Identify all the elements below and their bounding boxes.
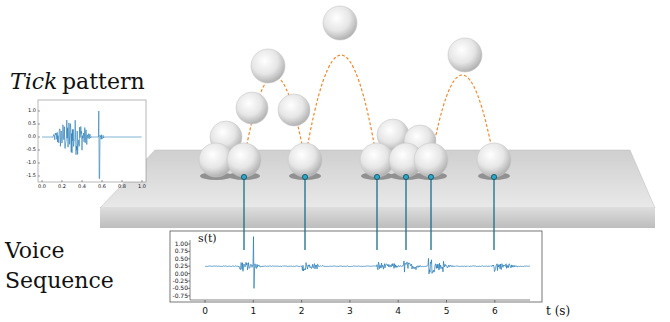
axis-tick-label: 0.0 xyxy=(28,134,36,140)
heading-word: Tick xyxy=(10,70,57,94)
axis-tick-label: 4 xyxy=(395,307,401,317)
axis-tick-label: -1.5 xyxy=(26,173,36,179)
axis-tick-label: 1.00 xyxy=(175,241,188,248)
axis-label: t (s) xyxy=(546,305,570,318)
axis-tick-label: 0.6 xyxy=(98,184,106,190)
tick-plot-ticks xyxy=(38,111,142,182)
axis-tick-label: -0.25 xyxy=(172,278,188,285)
axis-tick-label: 1.0 xyxy=(28,108,36,114)
voice-plot-frame xyxy=(170,231,542,302)
axis-tick-label: -1.0 xyxy=(26,160,36,166)
section-label: Voice Sequence xyxy=(5,236,130,296)
axis-tick-label: 2 xyxy=(299,307,305,317)
axis-tick-label: 0.2 xyxy=(58,184,66,190)
axis-tick-label: 0.4 xyxy=(78,184,86,190)
y-axis xyxy=(190,240,191,300)
axis-tick-label: 0.8 xyxy=(118,184,126,190)
axis-tick-label: 5 xyxy=(444,307,450,317)
axis-tick-label: -0.50 xyxy=(172,285,188,292)
axis-tick-label: -0.75 xyxy=(172,293,188,300)
axis-tick-label: 1.0 xyxy=(138,184,146,190)
tick-waveform xyxy=(42,111,142,179)
tick-plot-frame xyxy=(38,100,146,182)
axis-tick-label: 0.00 xyxy=(175,270,188,277)
voice-waveform xyxy=(205,237,530,289)
voice-plot-ticks xyxy=(188,244,495,303)
impact-lines xyxy=(244,177,494,250)
axis-tick-label: 0.75 xyxy=(175,248,188,255)
axis-tick-label: 3 xyxy=(347,307,353,317)
axis-tick-label: -0.5 xyxy=(26,147,36,153)
bouncing-balls xyxy=(199,6,511,177)
impact-dots xyxy=(241,174,496,179)
axis-tick-label: 0.5 xyxy=(28,121,36,127)
heading-word: pattern xyxy=(62,70,145,94)
axis-tick-label: 0.50 xyxy=(175,256,188,263)
axis-tick-label: 0.0 xyxy=(38,184,46,190)
axis-tick-label: 0.25 xyxy=(175,263,188,270)
axis-tick-label: 0 xyxy=(202,307,208,317)
axis-label: s(t) xyxy=(198,233,217,245)
axis-tick-label: 6 xyxy=(492,307,498,317)
x-axis xyxy=(190,300,530,301)
axis-tick-label: 1 xyxy=(250,307,256,317)
